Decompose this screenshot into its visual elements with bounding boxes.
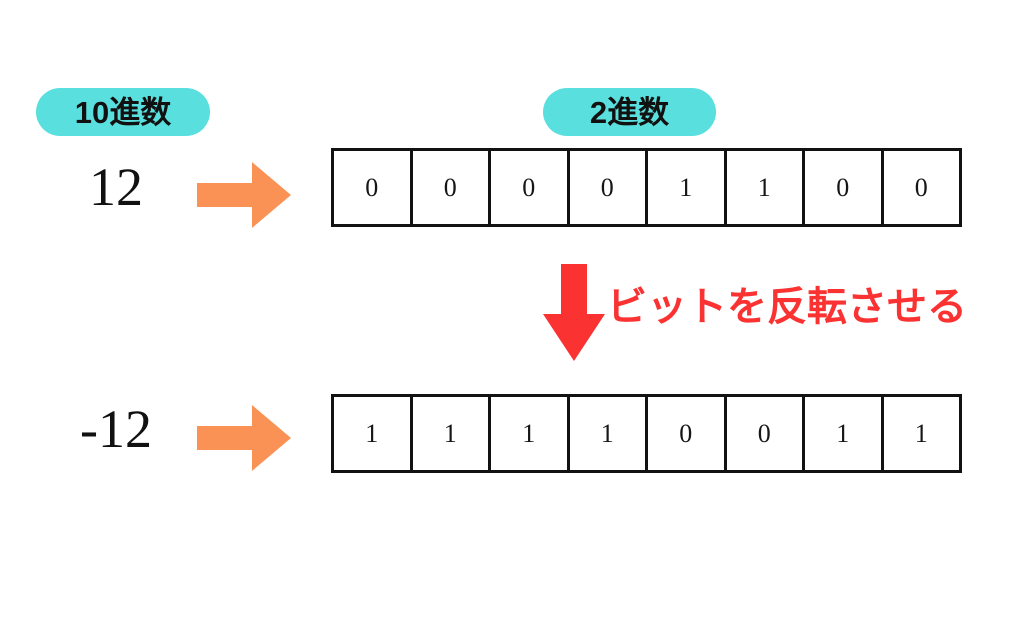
bit-cell: 1 — [412, 397, 491, 470]
bit-cell: 1 — [491, 397, 570, 470]
bit-cell: 0 — [726, 397, 805, 470]
bit-cell: 1 — [805, 397, 884, 470]
bit-cell: 1 — [334, 397, 413, 470]
arrow-down-icon — [543, 264, 605, 361]
bit-cell: 0 — [491, 151, 570, 224]
bit-cell: 1 — [883, 397, 959, 470]
badge-binary-label: 2進数 — [589, 94, 670, 130]
bit-cell: 1 — [648, 151, 727, 224]
arrow-right-icon — [197, 405, 291, 471]
decimal-value-positive: 12 — [89, 157, 143, 217]
bit-cell: 0 — [648, 397, 727, 470]
badge-decimal-label: 10進数 — [74, 94, 172, 130]
bit-cell: 0 — [334, 151, 413, 224]
bit-row-original: 0 0 0 0 1 1 0 0 — [331, 148, 962, 227]
badge-decimal: 10進数 — [36, 88, 210, 136]
decimal-value-negative: -12 — [80, 399, 152, 459]
bit-row-inverted: 1 1 1 1 0 0 1 1 — [331, 394, 962, 473]
bit-cell: 0 — [883, 151, 959, 224]
bit-cell: 0 — [805, 151, 884, 224]
bit-cell: 1 — [726, 151, 805, 224]
arrow-right-icon — [197, 162, 291, 228]
invert-bits-caption: ビットを反転させる — [607, 285, 967, 329]
badge-binary: 2進数 — [543, 88, 716, 136]
bit-cell: 0 — [569, 151, 648, 224]
bit-cell: 0 — [412, 151, 491, 224]
bit-cell: 1 — [569, 397, 648, 470]
